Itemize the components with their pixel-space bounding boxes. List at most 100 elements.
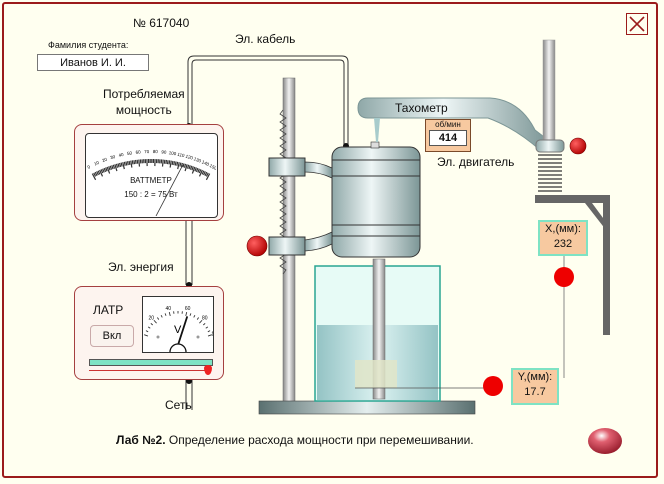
scale-tick — [131, 160, 134, 165]
tick-label: 70 — [144, 149, 150, 154]
scale-tick — [144, 334, 149, 337]
scale-tick — [156, 317, 160, 320]
x-readout: X,(мм): 232 — [538, 220, 588, 256]
voltmeter-scale: 020406080100V — [139, 306, 220, 353]
scale-tick — [102, 168, 105, 173]
scale-tick — [150, 323, 154, 326]
scale-tick — [195, 167, 199, 173]
x-label: X,(мм): — [545, 223, 581, 235]
student-label: Фамилия студента: — [48, 40, 129, 50]
wattmeter-needle — [155, 164, 184, 217]
scale-tick — [130, 160, 133, 168]
scale-tick — [115, 163, 119, 168]
scale-tick — [160, 315, 163, 318]
height-knob — [246, 235, 268, 257]
scale-tick — [191, 166, 196, 174]
scale-tick — [186, 164, 190, 169]
scale-tick — [120, 162, 123, 167]
scale-tick — [108, 166, 111, 171]
scale-tick — [147, 326, 151, 329]
scale-tick — [196, 317, 200, 320]
scale-tick — [153, 319, 157, 324]
tick-label: 10 — [93, 160, 100, 167]
cable-label: Эл. кабель — [235, 32, 296, 46]
scale-tick — [194, 167, 197, 172]
scale-tick — [99, 169, 104, 177]
next-button[interactable] — [586, 425, 624, 457]
scale-tick — [191, 166, 194, 171]
scale-tick — [166, 160, 169, 165]
voltmeter-face: 020406080100V — [139, 296, 220, 353]
scale-tick — [180, 162, 184, 168]
window-frame — [2, 2, 658, 478]
x-knob — [554, 267, 574, 287]
scale-tick — [189, 313, 192, 316]
scale-tick — [145, 330, 149, 333]
tick-label: 30 — [110, 154, 117, 160]
tick-label: 90 — [161, 149, 167, 155]
scale-tick — [177, 162, 180, 170]
close-button[interactable] — [626, 13, 648, 35]
scale-tick — [176, 161, 179, 166]
tick-label: 80 — [153, 149, 159, 154]
tick-label: 20 — [148, 315, 154, 321]
voltage-slider-track[interactable] — [89, 359, 213, 366]
student-name-field[interactable]: Иванов И. И. — [37, 54, 149, 71]
motor-label: Эл. двигатель — [437, 155, 515, 169]
scale-tick — [171, 160, 174, 165]
scale-tick — [189, 165, 193, 170]
scale-tick — [91, 173, 97, 181]
scale-tick — [188, 165, 191, 170]
scale-tick — [182, 163, 185, 168]
latr-title: ЛАТР — [93, 303, 124, 317]
scale-tick — [103, 167, 107, 173]
scale-tick — [202, 323, 206, 326]
guide-rod — [542, 39, 556, 141]
lower-clamp — [268, 236, 306, 256]
spring-knob — [569, 137, 587, 155]
scale-tick — [203, 171, 206, 176]
tachometer-arm — [357, 97, 549, 151]
scale-tick — [207, 334, 212, 337]
electric-motor — [331, 146, 421, 258]
tick-label: 120 — [185, 154, 194, 161]
scale-tick — [205, 173, 211, 181]
tick-label: 130 — [193, 156, 202, 163]
scale-tick — [117, 163, 120, 168]
scale-tick — [114, 164, 118, 172]
scale-tick — [164, 313, 167, 316]
tick-label: 0 — [87, 164, 92, 170]
y-knob — [483, 376, 503, 396]
close-x-icon — [629, 16, 645, 32]
scale-tick — [112, 164, 116, 169]
variant-number: № 617040 — [133, 16, 190, 30]
tick-label: 40 — [118, 152, 124, 158]
scale-tick — [105, 167, 108, 172]
power-on-button[interactable]: Вкл — [90, 325, 134, 347]
upper-clamp — [268, 157, 306, 177]
y-readout: Y,(мм): 17.7 — [511, 368, 559, 405]
stand-base — [258, 400, 476, 415]
scale-tick — [193, 315, 196, 318]
scale-tick — [185, 311, 188, 317]
voltage-slider-handle[interactable] — [204, 365, 212, 375]
y-value: 17.7 — [524, 386, 546, 398]
scale-tick — [126, 161, 129, 166]
wall-bracket — [535, 195, 610, 335]
scale-tick — [96, 171, 99, 176]
scale-tick — [111, 165, 114, 170]
scale-tick — [125, 161, 128, 166]
scale-tick — [199, 319, 203, 324]
rpm-unit: об/мин — [435, 120, 461, 129]
scale-tick — [123, 161, 126, 166]
scale-tick — [184, 164, 188, 172]
scale-tick — [197, 168, 200, 173]
tick-label: 110 — [177, 152, 186, 159]
scale-tick — [93, 172, 97, 177]
tick-label: 40 — [166, 306, 172, 312]
scale-tick — [138, 159, 141, 167]
spring — [538, 154, 562, 192]
